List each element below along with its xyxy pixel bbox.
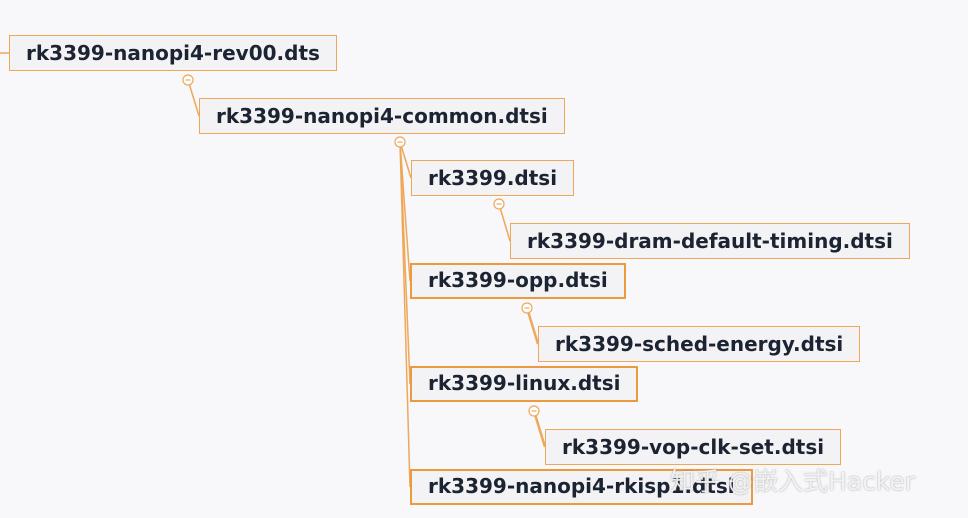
collapse-toggle-n2[interactable] bbox=[394, 136, 406, 148]
connector-n5-n6 bbox=[525, 307, 540, 345]
node-rk3399[interactable]: rk3399.dtsi bbox=[411, 160, 575, 196]
node-rk3399-opp[interactable]: rk3399-opp.dtsi bbox=[410, 263, 626, 299]
collapse-toggle-n3[interactable] bbox=[493, 198, 505, 210]
collapse-toggle-n7[interactable] bbox=[528, 405, 540, 417]
node-rk3399-dram-default-timing[interactable]: rk3399-dram-default-timing.dtsi bbox=[510, 223, 910, 259]
node-rk3399-nanopi4-rkisp1[interactable]: rk3399-nanopi4-rkisp1.dtsi bbox=[410, 469, 753, 505]
node-rk3399-vop-clk-set[interactable]: rk3399-vop-clk-set.dtsi bbox=[545, 429, 842, 465]
node-rk3399-nanopi4-common[interactable]: rk3399-nanopi4-common.dtsi bbox=[199, 98, 565, 134]
connector-n2-n9 bbox=[399, 141, 411, 488]
node-rk3399-nanopi4-rev00[interactable]: rk3399-nanopi4-rev00.dts bbox=[9, 35, 337, 71]
node-rk3399-sched-energy[interactable]: rk3399-sched-energy.dtsi bbox=[538, 326, 861, 362]
connector-n7-n8 bbox=[532, 410, 547, 448]
watermark: 知乎 @嵌入式Hacker bbox=[670, 467, 916, 496]
connector-n1-n2 bbox=[187, 79, 200, 117]
connector-n3-n4 bbox=[498, 203, 511, 242]
collapse-toggle-n1[interactable] bbox=[182, 74, 194, 86]
collapse-toggle-n5[interactable] bbox=[521, 302, 533, 314]
connector-n2-n3 bbox=[399, 141, 412, 179]
node-rk3399-linux[interactable]: rk3399-linux.dtsi bbox=[410, 366, 639, 402]
